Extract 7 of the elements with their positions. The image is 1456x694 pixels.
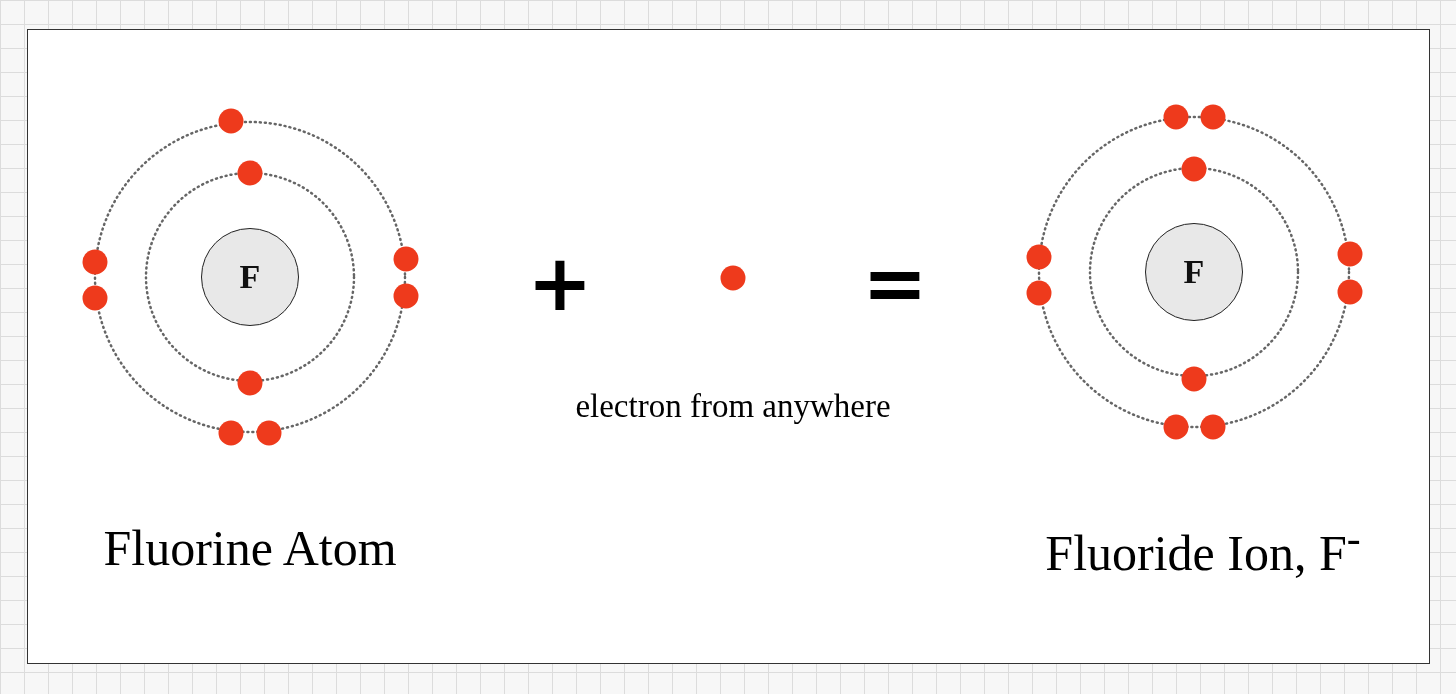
plus-sign: + bbox=[527, 244, 593, 322]
ion-caption: Fluoride Ion, F$^{-}$ bbox=[1045, 518, 1361, 578]
element-symbol: F bbox=[239, 258, 261, 296]
element-symbol: F bbox=[1183, 253, 1205, 291]
equals-sign: = bbox=[862, 244, 928, 322]
electron-caption: electron from anywhere bbox=[575, 389, 891, 423]
atom-caption: Fluorine Atom bbox=[103, 523, 397, 573]
